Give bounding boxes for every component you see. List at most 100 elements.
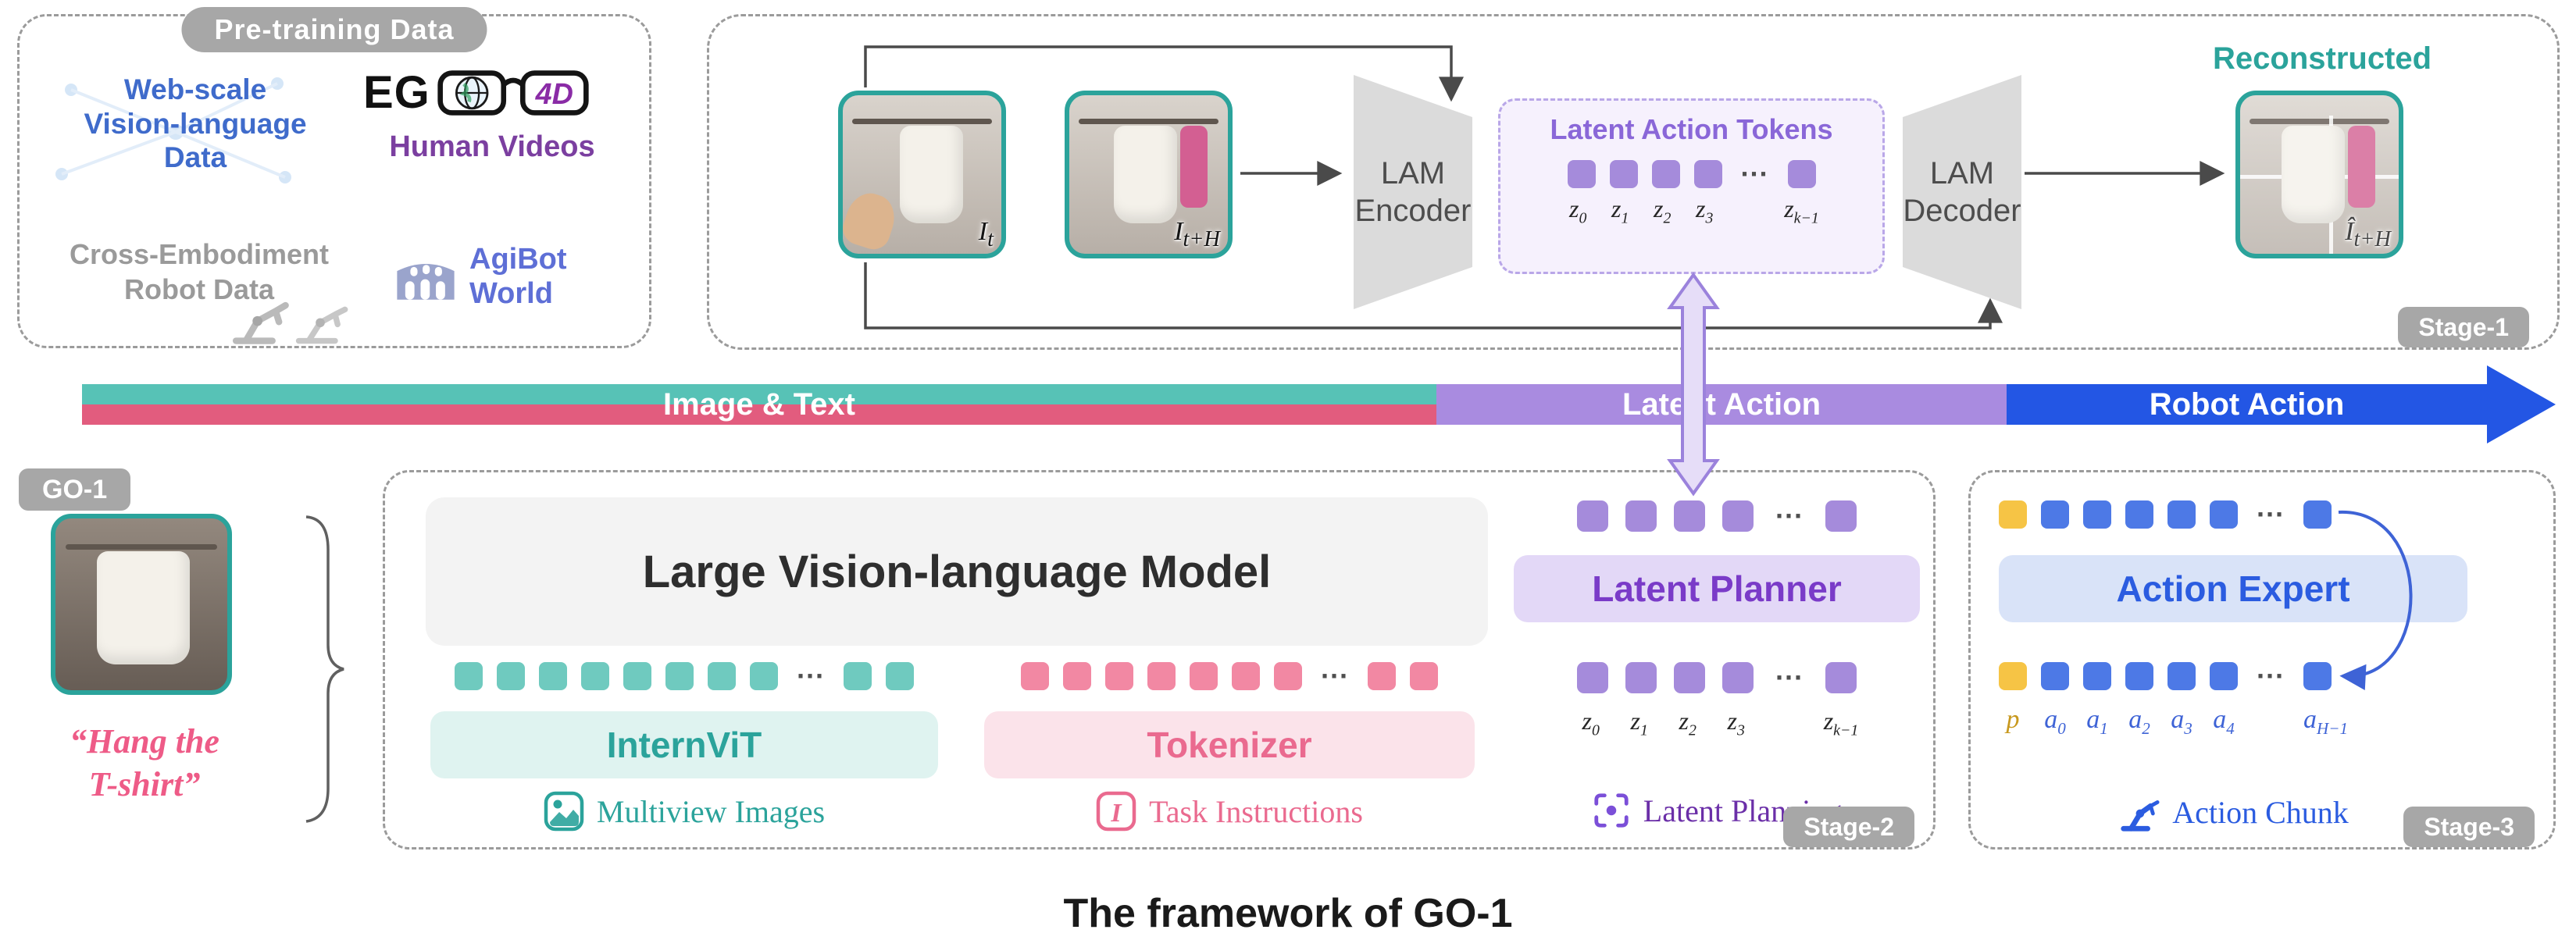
ego4d-logo: EG 4D: [363, 66, 621, 119]
math-label: a0: [2044, 705, 2066, 738]
math-label: a1: [2086, 705, 2108, 738]
lam-decoder: LAM Decoder: [1903, 75, 2021, 309]
multiview-images-icon: [544, 791, 584, 832]
token-square-teal: [844, 662, 872, 690]
token-square-yellow: [1999, 500, 2027, 529]
task-instructions-caption: I Task Instructions: [984, 791, 1475, 832]
network-sketch-icon: [55, 77, 291, 183]
figure-caption: The framework of GO-1: [1063, 891, 1513, 936]
latent-output-token-row: ···: [1514, 662, 1920, 693]
ellipsis: ···: [1775, 500, 1804, 532]
token-square-blue: [2125, 662, 2153, 690]
action-chunk-caption: Action Chunk: [1999, 791, 2467, 833]
math-label: zk−1: [1784, 194, 1819, 227]
go1-observation-image: [51, 514, 232, 695]
stage2-panel: Large Vision-language Model ··· ··· Inte…: [383, 470, 1936, 849]
robot-action-segment: Robot Action: [2007, 384, 2487, 425]
math-label: z2: [1654, 194, 1672, 227]
token-square-blue: [2125, 500, 2153, 529]
closet-rod: [852, 119, 992, 125]
token-square-purple: [1693, 160, 1722, 188]
action-expert-block: Action Expert: [1999, 555, 2467, 622]
white-garment: [2281, 125, 2345, 224]
token-square-teal: [708, 662, 736, 690]
token-square-purple: [1625, 662, 1657, 693]
task-instructions-icon: I: [1096, 791, 1136, 832]
robot-action-label: Robot Action: [2149, 386, 2345, 422]
shelf-divider: [2328, 116, 2333, 254]
image-text-segment: Image & Text: [82, 384, 1436, 425]
pretraining-title: Pre-training Data: [181, 7, 487, 52]
latent-action-tokens-title: Latent Action Tokens: [1550, 113, 1833, 145]
latent-action-label: Latent Action: [1622, 386, 1821, 422]
stage2-badge: Stage-2: [1783, 807, 1914, 847]
tokenizer-block: Tokenizer: [984, 711, 1475, 778]
token-square-pink: [1274, 662, 1302, 690]
token-square-teal: [455, 662, 483, 690]
latent-token-row: ···: [1567, 158, 1816, 190]
token-square-pink: [1190, 662, 1218, 690]
ego4d-4d-text: 4D: [535, 77, 573, 110]
ego4d-eg-text: EG: [363, 67, 430, 118]
closet-rod: [66, 544, 217, 550]
token-square-purple: [1825, 662, 1857, 693]
math-label: a2: [2128, 705, 2150, 738]
reconstructed-frame-label: Ît+H: [2345, 217, 2391, 251]
token-square-purple: [1577, 500, 1608, 532]
math-label: z0: [1582, 707, 1600, 739]
closet-rod: [2250, 119, 2389, 125]
token-square-teal: [623, 662, 651, 690]
token-square-purple: [1722, 500, 1754, 532]
frame-t-plus-h-label: It+H: [1174, 217, 1220, 251]
token-square-blue: [2303, 500, 2332, 529]
math-label: p: [2006, 705, 2020, 734]
latent-query-token-row: ···: [1514, 500, 1920, 532]
token-square-purple: [1577, 662, 1608, 693]
token-square-blue: [2210, 500, 2238, 529]
token-square-pink: [1232, 662, 1260, 690]
ellipsis: ···: [2257, 498, 2285, 530]
white-garment: [900, 125, 964, 224]
token-square-teal: [497, 662, 525, 690]
action-chunk-label: Action Chunk: [2172, 794, 2349, 830]
frame-t-image: It: [838, 91, 1006, 258]
token-square-purple: [1722, 662, 1754, 693]
math-label: z2: [1679, 707, 1697, 739]
token-square-blue: [2210, 662, 2238, 690]
latent-planner-block: Latent Planner: [1514, 555, 1920, 622]
task-instruction-quote: “Hang the T-shirt”: [70, 722, 219, 803]
token-square-purple: [1625, 500, 1657, 532]
math-label: zk−1: [1823, 707, 1859, 739]
web-data-label: Web-scale Vision-language Data: [84, 73, 307, 174]
token-square-pink: [1063, 662, 1091, 690]
token-square-blue: [2167, 500, 2196, 529]
token-square-pink: [1410, 662, 1438, 690]
frame-t-plus-h-image: It+H: [1065, 91, 1233, 258]
ego4d-glasses-icon: 4D: [437, 69, 589, 116]
stage1-panel: It It+H LAM Encoder Latent Action Tokens…: [707, 14, 2560, 350]
pink-garment: [2348, 125, 2375, 208]
action-input-token-row: ···: [1999, 500, 2332, 529]
token-square-purple: [1651, 160, 1680, 188]
training-flow-bar: Image & Text Latent Action Robot Action: [82, 384, 2487, 425]
cross-embodiment-label: Cross-Embodiment Robot Data: [69, 238, 330, 305]
text-token-row: ···: [984, 662, 1475, 690]
token-square-blue: [2167, 662, 2196, 690]
token-square-pink: [1368, 662, 1396, 690]
token-square-purple: [1609, 160, 1638, 188]
shelf-divider: [2240, 174, 2399, 179]
frame-t-label: It: [978, 217, 994, 251]
stage1-badge: Stage-1: [2398, 307, 2529, 347]
closet-rod: [1079, 119, 1218, 125]
image-text-label: Image & Text: [663, 386, 855, 422]
token-square-purple: [1825, 500, 1857, 532]
human-videos-label: Human Videos: [389, 130, 595, 163]
math-label: z1: [1611, 194, 1629, 227]
large-vlm-block: Large Vision-language Model: [426, 497, 1488, 646]
multiview-images-label: Multiview Images: [596, 793, 826, 829]
ellipsis: ···: [1740, 158, 1769, 190]
token-square-blue: [2303, 662, 2332, 690]
